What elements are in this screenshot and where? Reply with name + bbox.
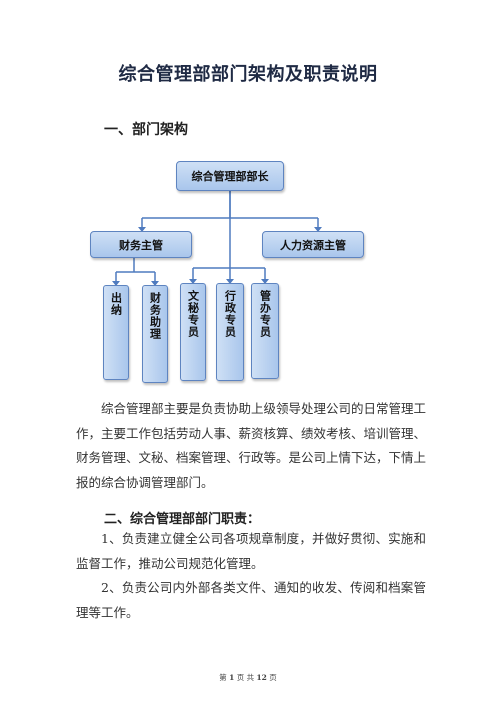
org-node-head: 综合管理部部长 — [176, 161, 284, 191]
org-node-cashier: 出纳 — [103, 285, 129, 380]
footer-middle: 页 共 — [236, 673, 255, 682]
arrow-fin-assistant — [151, 281, 159, 286]
arrow-hr — [314, 227, 322, 232]
section-heading-structure: 一、部门架构 — [104, 122, 188, 138]
arrow-cashier — [112, 281, 120, 286]
org-node-finance-manager: 财务主管 — [90, 231, 192, 258]
footer-prefix: 第 — [219, 673, 227, 682]
arrow-finance — [138, 227, 146, 232]
section-heading-duties: 二、综合管理部部门职责： — [104, 512, 261, 527]
org-chart-connectors — [112, 190, 322, 286]
duty-item-1: 1、负责建立健全公司各项规章制度，并做好贯彻、实施和监督工作，推动公司规范化管理… — [76, 531, 426, 571]
org-node-admin-specialist: 行政专员 — [216, 283, 244, 381]
duty-item-2: 2、负责公司内外部各类文件、通知的收发、传阅和档案管理等工作。 — [76, 580, 426, 620]
org-node-finance-assistant: 财务助理 — [142, 285, 168, 383]
page-footer: 第 1 页 共 12 页 — [0, 672, 496, 683]
org-node-office-specialist: 管办专员 — [251, 283, 279, 379]
intro-paragraph: 综合管理部主要是负责协助上级领导处理公司的日常管理工作，主要工作包括劳动人事、薪… — [76, 401, 427, 490]
org-chart: 综合管理部部长 财务主管 人力资源主管 出纳 财务助理 文秘专员 行政专员 管办… — [0, 150, 496, 390]
org-node-secretary: 文秘专员 — [180, 283, 206, 381]
footer-suffix: 页 — [269, 673, 277, 682]
arrow-admin — [226, 279, 234, 284]
document-title: 综合管理部部门架构及职责说明 — [118, 64, 378, 85]
footer-total-pages: 12 — [256, 673, 267, 682]
arrow-office — [261, 279, 269, 284]
arrow-secretary — [189, 279, 197, 284]
org-node-hr-manager: 人力资源主管 — [262, 231, 364, 258]
footer-page-number: 1 — [229, 673, 235, 682]
